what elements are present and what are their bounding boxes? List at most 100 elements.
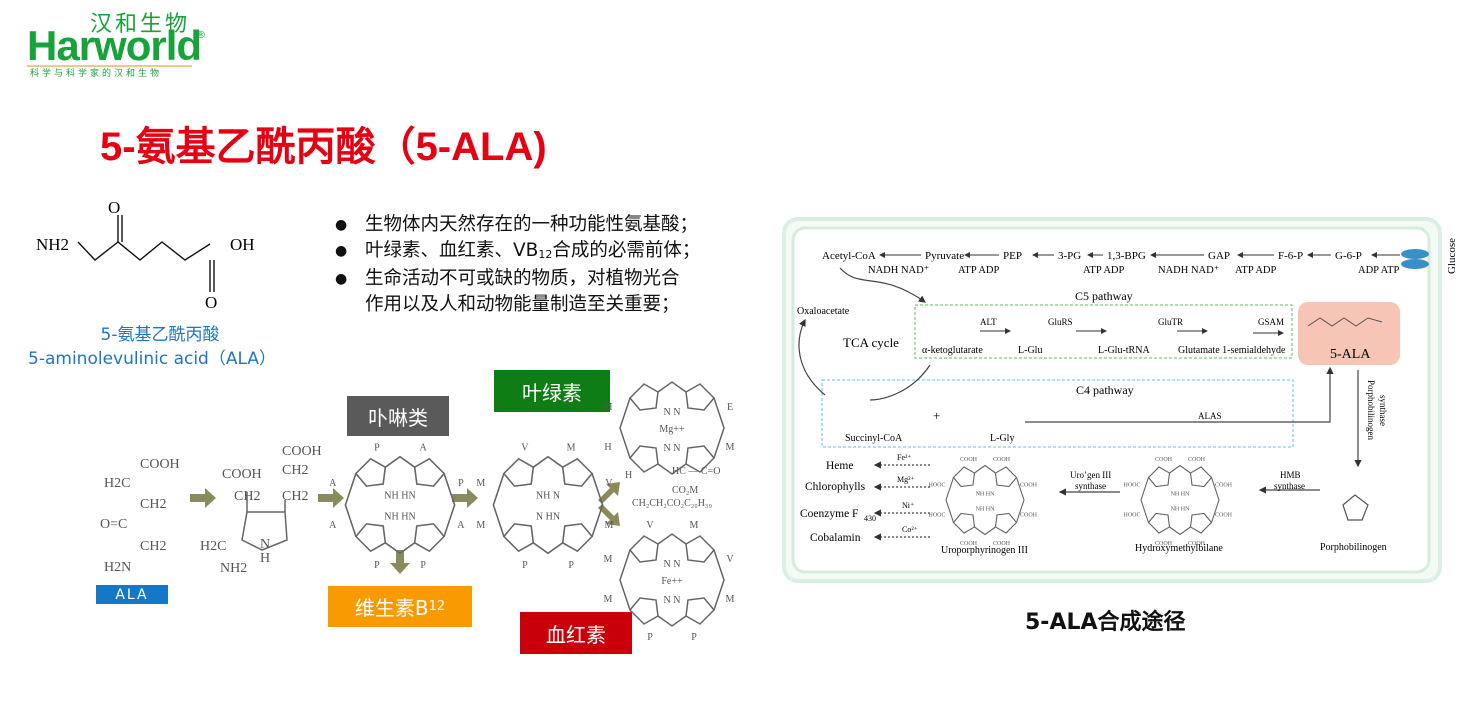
c5-enzyme-label: ALT (980, 317, 997, 327)
logo-registered-mark: ® (196, 30, 206, 41)
ring-substituent: A (457, 520, 465, 531)
ring-substituent: COOH (1188, 457, 1206, 463)
c5-compound-label: Glutamate 1-semialdehyde (1178, 345, 1286, 356)
c5-enzyme-label: GluRS (1048, 317, 1073, 327)
hydroxymethylbilane-label: Hydroxymethylbilane (1135, 543, 1223, 554)
ala-name-english: 5-aminolevulinic acid（ALA） (28, 349, 276, 369)
bullet-text: 叶绿素、血红素、VB12合成的必需前体； (365, 240, 701, 261)
pbg-atom: NH2 (220, 561, 247, 576)
ring-substituent: M (726, 594, 735, 605)
arrow-down-right-icon (598, 504, 620, 526)
product-label: Heme (826, 460, 853, 472)
ring-substituent: E (727, 402, 733, 413)
pbg-synthase-label: synthase (1378, 395, 1388, 426)
ring-substituent: HOOC (1123, 483, 1140, 489)
ala-chain-atom: COOH (140, 457, 180, 472)
chlorophyll-side-chain: HC — C=O (672, 466, 720, 477)
ring-center-atoms: NH N (536, 491, 560, 502)
heme-tag: 血红素 (520, 612, 632, 654)
ring-substituent: COOH (1188, 541, 1206, 547)
metabolite-label: G-6-P (1335, 250, 1362, 262)
chlorophyll-side-chain: CH₂CH₂CO₂C₂₀H₃₉ (632, 498, 712, 509)
arrow-up-right-icon (598, 482, 620, 504)
metabolite-label: GAP (1208, 250, 1230, 262)
urogen-synthase-label: Uro’gen III (1070, 470, 1111, 480)
pbg-atom: H (260, 551, 270, 566)
ring-center-atoms: NH HN (384, 512, 415, 523)
arrow-right-icon (318, 488, 344, 508)
pbg-atom: CH2 (282, 463, 308, 478)
ring-center-atoms: N N (664, 443, 681, 454)
cofactor-label: NADH NAD⁺ (1158, 265, 1219, 276)
c5-enzyme-label: GSAM (1258, 317, 1284, 327)
metal-ion-label: Co²⁺ (902, 525, 918, 534)
ring-substituent: H (604, 442, 611, 453)
ring-substituent: M (604, 520, 613, 531)
ring-center-atoms: NH HN (976, 507, 995, 513)
pbg-atom: CH2 (282, 489, 308, 504)
f430-subscript: 430 (864, 514, 876, 523)
product-label: Chlorophylls (805, 481, 866, 493)
plus-sign: + (933, 408, 940, 423)
hmb-synthase-label: synthase (1274, 481, 1305, 491)
ring-substituent: COOH (1215, 483, 1233, 489)
ring-center-atoms: NH HN (384, 491, 415, 502)
cell-membrane (791, 226, 1431, 574)
alas-arrow (1025, 366, 1334, 423)
metal-ion-label: Mg²⁺ (897, 475, 915, 484)
ring-substituent: P (420, 560, 426, 571)
ring-substituent: COOH (960, 457, 978, 463)
logo-tagline: 科学与科学家的汉和生物 (30, 69, 163, 79)
logo-divider (27, 65, 192, 67)
ring-metal-ion: Mg++ (659, 424, 685, 435)
ring-substituent: P (691, 632, 697, 643)
cofactor-label: ATP ADP (1083, 265, 1124, 276)
ring-substituent: COOH (960, 541, 978, 547)
product-arrows (873, 461, 930, 541)
ala-chain-atom: CH2 (140, 539, 166, 554)
ala-hydroxyl-label: OH (230, 235, 255, 254)
ring-substituent: COOH (993, 457, 1011, 463)
chlorophyll-side-chain: CO₂M (672, 485, 698, 496)
ring-substituent: V (726, 554, 734, 565)
chlorophyll-side-chain: H (625, 470, 632, 481)
ala-tag: ALA (96, 585, 168, 604)
ring-substituent: M (567, 442, 576, 453)
succinyl-coa-label: Succinyl-CoA (845, 433, 903, 444)
pbg-synthase-label: Porphobilinogen (1366, 380, 1376, 440)
ring-substituent: M (604, 554, 613, 565)
c5-enzyme-label: GluTR (1158, 317, 1183, 327)
ala-mini-structure (1307, 317, 1383, 327)
bullet-text: 作用以及人和动物能量制造至关重要； (365, 294, 680, 315)
pbg-atom: H2C (200, 539, 226, 554)
ala-name-chinese: 5-氨基乙酰丙酸 (100, 325, 220, 345)
bullet-item: ●叶绿素、血红素、VB12合成的必需前体； (335, 238, 700, 266)
metabolite-label: Acetyl-CoA (822, 250, 876, 262)
logo-wordmark: Harworld (27, 22, 202, 69)
bullet-text: 生命活动不可或缺的物质，对植物光合 (365, 268, 680, 289)
ring-substituent: COOH (1155, 541, 1173, 547)
ring-center-atoms: NH HN (976, 492, 995, 498)
ring-center-atoms: NH HN (1171, 507, 1190, 513)
tca-to-succinyl-arrow (869, 364, 931, 401)
cofactor-label: NADH NAD⁺ (868, 265, 929, 276)
ala-chain-atom: O=C (100, 517, 127, 532)
metabolite-label: 1,3-BPG (1107, 250, 1146, 262)
feature-list: ●生物体内天然存在的一种功能性氨基酸； ●叶绿素、血红素、VB12合成的必需前体… (335, 212, 700, 318)
ring-substituent: COOH (1155, 457, 1173, 463)
ala-chain-atom: CH2 (140, 497, 166, 512)
ring-substituent: COOH (1020, 513, 1038, 519)
bullet-item: ●生命活动不可或缺的物质，对植物光合 (335, 266, 700, 292)
ring-substituent: COOH (1020, 483, 1038, 489)
metabolite-label: 3-PG (1058, 250, 1081, 262)
ring-substituent: P (374, 560, 380, 571)
metabolite-label: PEP (1003, 250, 1022, 262)
glucose-label: Glucose (1446, 238, 1458, 274)
